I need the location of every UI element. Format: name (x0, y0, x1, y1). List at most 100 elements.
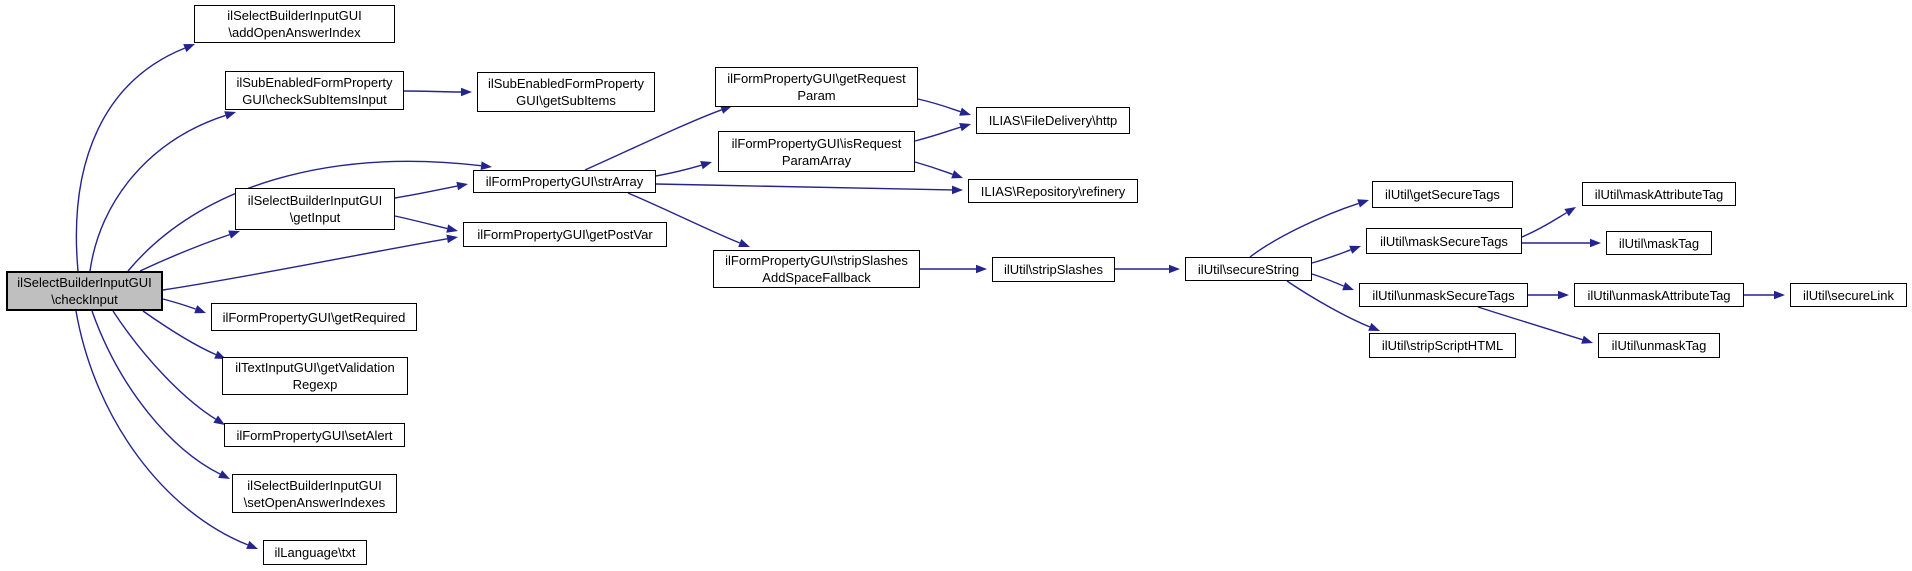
node-maskAttributeTag[interactable]: ilUtil\maskAttributeTag (1582, 182, 1736, 206)
node-label-line: ilSelectBuilderInputGUI (247, 477, 382, 493)
edge-arrowhead (1169, 264, 1180, 274)
node-http[interactable]: ILIAS\FileDelivery\http (976, 107, 1130, 134)
node-label-line: ilLanguage\txt (274, 545, 356, 560)
edge-arrowhead (228, 230, 240, 239)
edge-strArray-stripSlashesAddSpaceFallback (627, 192, 741, 244)
edge-arrowhead (1581, 335, 1593, 344)
node-strArray[interactable]: ilFormPropertyGUI\strArray (473, 170, 656, 193)
node-label-line: ilFormPropertyGUI\getRequest (727, 71, 906, 86)
node-unmaskSecureTags[interactable]: ilUtil\unmaskSecureTags (1359, 283, 1528, 307)
node-label-line: \addOpenAnswerIndex (228, 25, 361, 40)
edge-secureString-stripScriptHTML (1286, 280, 1371, 328)
node-label-line: ilFormPropertyGUI\getPostVar (477, 227, 653, 242)
node-setAlert[interactable]: ilFormPropertyGUI\setAlert (224, 423, 405, 447)
edge-checkInput-getRequired (162, 298, 196, 310)
node-label-line: \setOpenAnswerIndexes (243, 494, 386, 510)
node-label-line: ilSelectBuilderInputGUI (17, 275, 152, 290)
edge-arrowhead (1558, 290, 1569, 300)
node-label-line: ilUtil\getSecureTags (1385, 187, 1500, 202)
edge-arrowhead (959, 107, 971, 116)
node-secureString[interactable]: ilUtil\secureString (1185, 257, 1312, 281)
node-label-line: ilFormPropertyGUI\strArray (485, 174, 644, 189)
node-label-line: ilSubEnabledFormProperty (236, 74, 393, 90)
node-addOpenAnswerIndex[interactable]: ilSelectBuilderInputGUI\addOpenAnswerInd… (194, 5, 395, 43)
edge-maskSecureTags-maskAttributeTag (1521, 212, 1567, 238)
edge-getInput-strArray (394, 185, 458, 199)
edge-checkInput-getPostVar (162, 238, 448, 291)
node-unmaskTag[interactable]: ilUtil\unmaskTag (1598, 333, 1720, 358)
edge-arrowhead (224, 111, 236, 120)
node-label-line: Regexp (292, 377, 338, 392)
edge-checkInput-setAlert (112, 310, 217, 420)
node-label-line: ilUtil\unmaskSecureTags (1372, 287, 1515, 303)
node-stripSlashes[interactable]: ilUtil\stripSlashes (992, 257, 1115, 282)
edge-arrowhead (700, 161, 712, 170)
edge-arrowhead (1342, 282, 1354, 291)
node-label-line: ilUtil\maskAttributeTag (1594, 186, 1724, 202)
edge-strArray-getRequestParam (584, 109, 722, 171)
edge-arrowhead (720, 105, 732, 114)
node-label-line: \getInput (289, 210, 341, 225)
edge-secureString-maskSecureTags (1311, 249, 1351, 264)
edge-checkSubItemsInput-getSubItems (403, 90, 462, 93)
node-maskTag[interactable]: ilUtil\maskTag (1606, 231, 1712, 255)
edge-arrowhead (446, 234, 458, 244)
node-label-line: ilFormPropertyGUI\stripSlashes (725, 253, 908, 268)
edge-arrowhead (951, 170, 963, 179)
node-label-line: ilSelectBuilderInputGUI (247, 193, 383, 208)
node-label-line: ParamArray (781, 152, 852, 168)
node-setOpenAnswerIndexes[interactable]: ilSelectBuilderInputGUI\setOpenAnswerInd… (232, 474, 397, 513)
node-label-line: ilFormPropertyGUI\setAlert (236, 427, 393, 443)
node-unmaskAttributeTag[interactable]: ilUtil\unmaskAttributeTag (1574, 283, 1744, 307)
node-label-line: ilFormPropertyGUI\isRequest (731, 135, 902, 151)
node-label-line: AddSpaceFallback (762, 270, 871, 285)
node-stripScriptHTML[interactable]: ilUtil\stripScriptHTML (1369, 333, 1516, 358)
edge-arrowhead (194, 305, 206, 314)
node-txt[interactable]: ilLanguage\txt (263, 540, 367, 565)
node-label-line: ilTextInputGUI\getValidation (235, 360, 395, 375)
edge-arrowhead (218, 470, 230, 479)
edge-checkInput-addOpenAnswerIndex (75, 47, 186, 272)
node-maskSecureTags[interactable]: ilUtil\maskSecureTags (1366, 228, 1522, 254)
node-label-line: ilUtil\maskSecureTags (1380, 233, 1508, 249)
edge-unmaskSecureTags-unmaskTag (1477, 306, 1583, 341)
edge-arrowhead (976, 264, 987, 274)
edge-strArray-isRequestParamArray (655, 164, 702, 177)
node-label-line: ilUtil\secureString (1197, 261, 1300, 277)
edge-arrowhead (1590, 238, 1601, 248)
node-label-line: ILIAS\FileDelivery\http (988, 113, 1118, 128)
edge-getRequestParam-http (917, 98, 961, 113)
node-label-line: ilUtil\maskTag (1618, 235, 1700, 251)
node-secureLink[interactable]: ilUtil\secureLink (1790, 283, 1907, 307)
node-label-line: ilUtil\stripScriptHTML (1381, 338, 1504, 353)
edge-arrowhead (952, 185, 963, 195)
edge-checkInput-setOpenAnswerIndexes (91, 310, 221, 475)
node-getPostVar[interactable]: ilFormPropertyGUI\getPostVar (463, 222, 667, 247)
edge-arrowhead (738, 239, 750, 247)
edge-strArray-refinery (655, 183, 953, 191)
node-label-line: ilUtil\stripSlashes (1004, 262, 1103, 277)
edge-arrowhead (213, 415, 225, 425)
node-label-line: \checkInput (51, 292, 118, 307)
edge-arrowhead (446, 224, 458, 233)
node-refinery[interactable]: ILIAS\Repository\refinery (968, 179, 1138, 203)
edge-isRequestParamArray-refinery (914, 161, 953, 175)
edge-arrowhead (1774, 290, 1785, 300)
edge-checkInput-getValidationRegexp (142, 310, 217, 356)
edge-secureString-getSecureTags (1249, 202, 1359, 258)
node-getRequired[interactable]: ilFormPropertyGUI\getRequired (211, 303, 417, 331)
node-getSecureTags[interactable]: ilUtil\getSecureTags (1372, 181, 1513, 208)
node-getInput[interactable]: ilSelectBuilderInputGUI \getInput (235, 188, 395, 230)
node-label-line: ilUtil\unmaskTag (1611, 338, 1707, 353)
node-checkInput[interactable]: ilSelectBuilderInputGUI \checkInput (6, 271, 163, 311)
node-label-line: Param (797, 88, 836, 103)
edge-checkInput-getInput (139, 233, 230, 272)
